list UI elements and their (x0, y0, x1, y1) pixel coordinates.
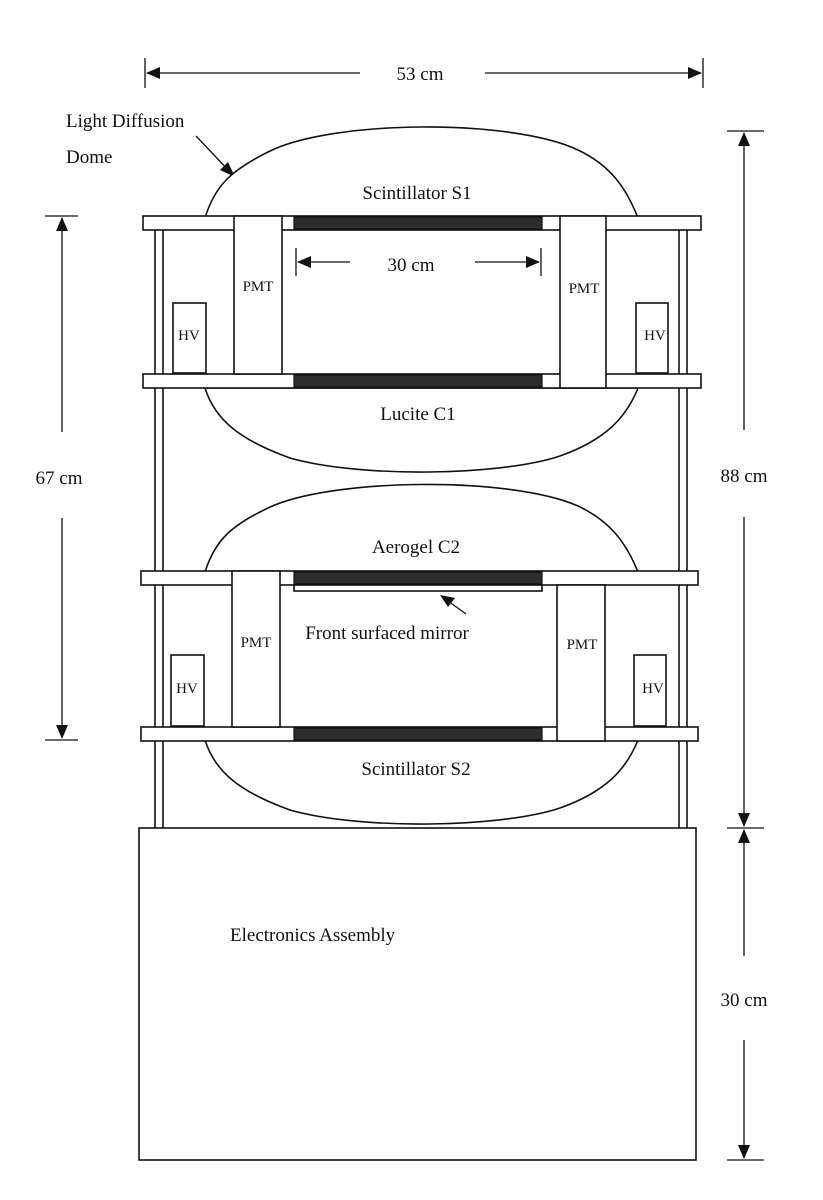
hv-lower-right-label: HV (642, 681, 664, 697)
dimension-width-top: 53 cm (144, 58, 704, 88)
hv-upper-left (172, 302, 207, 374)
dome-pointer-arrow (195, 135, 235, 177)
pmt-upper-left (233, 215, 283, 375)
dome-s1 (203, 126, 640, 219)
pmt-lower-left (231, 570, 281, 728)
plate-s1 (142, 215, 702, 231)
mirror-pointer-arrow (440, 595, 467, 615)
label-lucite-c1: Lucite C1 (380, 404, 455, 425)
front-surfaced-mirror (293, 584, 543, 592)
hv-upper-right-label: HV (644, 328, 666, 344)
hv-upper-right (635, 302, 669, 374)
hv-lower-right (633, 654, 667, 727)
scintillator-s1-slab (293, 216, 543, 230)
electronics-assembly-label: Electronics Assembly (230, 925, 396, 946)
aerogel-c2-slab (293, 571, 543, 585)
width-top-label: 53 cm (397, 64, 444, 85)
dome-s2 (203, 739, 640, 825)
pmt-upper-right (559, 215, 607, 389)
slab-width-label: 30 cm (388, 255, 435, 276)
plate-c1 (142, 373, 702, 389)
dimension-electronics-height: 30 cm (721, 829, 768, 1161)
pmt-lower-right-label: PMT (567, 637, 598, 653)
label-scintillator-s2: Scintillator S2 (361, 759, 470, 780)
pmt-upper-right-label: PMT (569, 281, 600, 297)
label-scintillator-s1: Scintillator S1 (362, 183, 471, 204)
dome-c2 (203, 483, 640, 573)
hv-lower-left-label: HV (176, 681, 198, 697)
pmt-lower-left-label: PMT (241, 635, 272, 651)
pmt-upper-left-label: PMT (243, 279, 274, 295)
pmt-lower-right (556, 584, 606, 742)
hv-lower-left (170, 654, 205, 727)
dimension-slab-width: 30 cm (295, 248, 542, 276)
dome-label-line2: Dome (66, 147, 112, 168)
scintillator-s2-slab (293, 727, 543, 741)
dome-c1 (203, 387, 640, 473)
electronics-assembly-box (138, 827, 697, 1161)
height-right-label: 88 cm (721, 466, 768, 487)
plate-s2 (140, 726, 699, 742)
plate-c2 (140, 570, 699, 592)
dome-label-line1: Light Diffusion (66, 111, 185, 132)
label-mirror: Front surfaced mirror (305, 623, 469, 644)
lucite-c1-slab (293, 374, 543, 388)
dimension-height-right: 88 cm (721, 130, 768, 829)
label-aerogel-c2: Aerogel C2 (372, 537, 460, 558)
height-left-label: 67 cm (36, 468, 83, 489)
dimension-height-left: 67 cm (36, 215, 83, 741)
electronics-height-label: 30 cm (721, 990, 768, 1011)
hv-upper-left-label: HV (178, 328, 200, 344)
